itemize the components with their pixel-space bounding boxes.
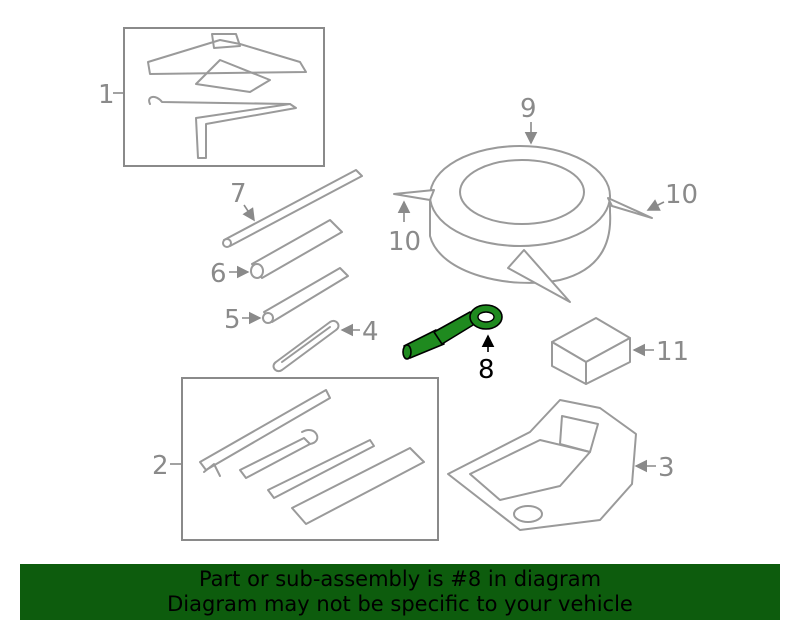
- pin-end: [262, 312, 274, 324]
- wrench-socket-end: [402, 344, 412, 360]
- tire-rim: [459, 159, 585, 225]
- rod-end: [222, 238, 232, 248]
- jack-handle: [148, 96, 291, 105]
- pin-body: [263, 267, 349, 323]
- part-6-extension-bar[interactable]: [250, 219, 343, 279]
- box-right: [585, 337, 631, 385]
- part-10-right-strap[interactable]: [607, 197, 653, 219]
- banner-line-1: Part or sub-assembly is #8 in diagram: [198, 567, 602, 591]
- part-9-spare-tire[interactable]: [429, 145, 612, 303]
- kit-wrench-head: [301, 429, 319, 445]
- tire-hold-down: [507, 249, 571, 303]
- jack-body: [147, 39, 307, 75]
- kit-pouch: [291, 447, 425, 525]
- right-strap: [607, 197, 653, 219]
- info-banner: Part or sub-assembly is #8 in diagram Di…: [20, 564, 780, 620]
- callout-8: 8: [478, 355, 495, 385]
- tray-cavity-round: [513, 505, 543, 523]
- part-5-pin[interactable]: [262, 267, 349, 324]
- part-3-storage-tray[interactable]: [447, 399, 637, 531]
- bar-body: [251, 219, 343, 279]
- jack-top-pad: [211, 33, 241, 49]
- part-2-tool-kit[interactable]: [181, 377, 439, 541]
- parts-diagram: 1 7 6 5 4 9 10 10: [98, 27, 698, 541]
- kit-bar-end: [203, 463, 221, 477]
- callout-2: 2: [152, 451, 169, 481]
- part-11-box[interactable]: [551, 317, 631, 385]
- part-2-box: [181, 377, 439, 541]
- kit-bar: [199, 389, 331, 471]
- callout-10-right: 10: [665, 180, 698, 210]
- part-1-box: [123, 27, 325, 167]
- callout-11: 11: [656, 337, 689, 367]
- callout-3: 3: [658, 453, 675, 483]
- tray-cavity-2: [559, 415, 599, 453]
- callout-6: 6: [210, 259, 227, 289]
- part-7-rod[interactable]: [222, 169, 363, 248]
- tray-cavity-1: [469, 439, 591, 501]
- leader-10-right: [646, 199, 665, 211]
- tray-outline: [447, 399, 637, 531]
- callout-5: 5: [224, 305, 241, 335]
- callout-10-left: 10: [388, 227, 421, 257]
- leader-7: [242, 204, 255, 222]
- callout-4: 4: [362, 317, 379, 347]
- part-8-lug-wrench[interactable]: [402, 304, 503, 360]
- callout-9: 9: [520, 94, 537, 124]
- callout-7: 7: [230, 179, 247, 209]
- bar-end: [250, 263, 264, 279]
- part-10-left-strap[interactable]: [393, 189, 435, 201]
- part-4-strap[interactable]: [272, 320, 340, 372]
- part-1-jack-assembly[interactable]: [123, 27, 325, 167]
- strap-inner: [281, 326, 331, 363]
- jack-crank: [195, 103, 297, 159]
- wrench-eye-hole: [477, 311, 495, 323]
- left-strap: [393, 189, 435, 201]
- banner-line-2: Diagram may not be specific to your vehi…: [167, 592, 633, 616]
- jack-scissor: [195, 59, 271, 93]
- kit-screwdriver: [267, 439, 375, 499]
- strap-outer: [272, 320, 340, 372]
- callout-1: 1: [98, 80, 115, 110]
